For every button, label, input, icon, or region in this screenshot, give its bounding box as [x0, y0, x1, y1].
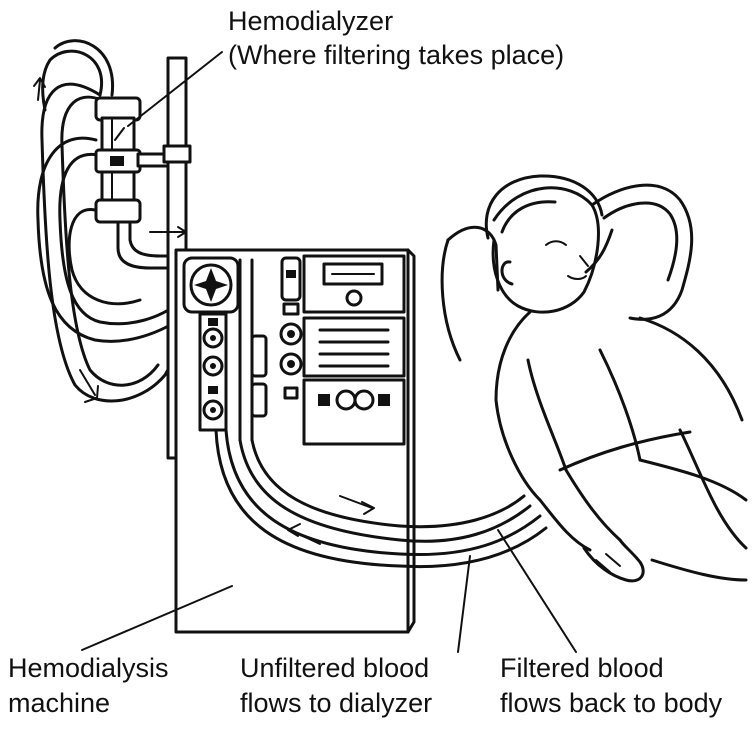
hemodialysis-machine: [176, 250, 414, 632]
label-machine-line2: machine: [8, 688, 110, 718]
leader-filtered: [498, 530, 576, 652]
label-hemodialyzer-line2: (Where filtering takes place): [228, 40, 564, 70]
hemodialyzer: [96, 98, 230, 268]
label-unfiltered-line1: Unfiltered blood: [240, 653, 429, 683]
label-unfiltered-line2: flows to dialyzer: [240, 688, 432, 718]
label-filtered-line2: flows back to body: [500, 688, 723, 718]
label-hemodialyzer-line1: Hemodialyzer: [228, 6, 393, 36]
patient: [442, 176, 746, 581]
leader-unfiltered: [458, 556, 470, 652]
label-machine-line1: Hemodialysis: [8, 653, 169, 683]
label-filtered-line1: Filtered blood: [500, 653, 664, 683]
